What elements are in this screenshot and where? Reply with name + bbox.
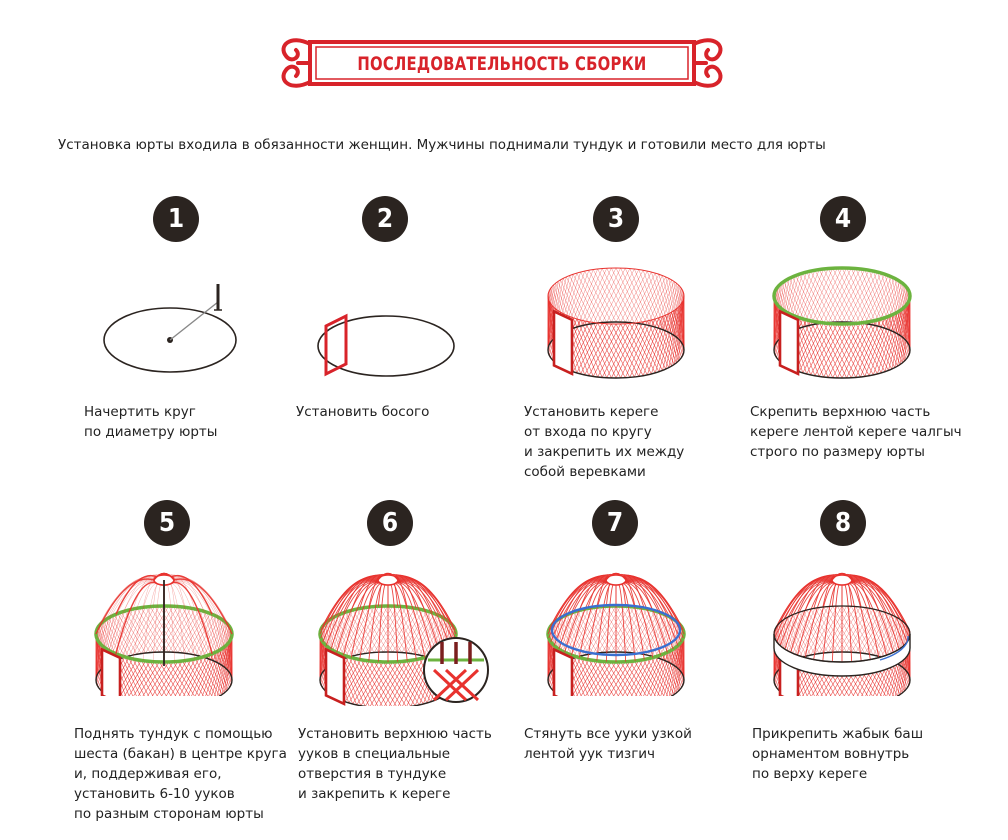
banner-ornament: [281, 38, 723, 88]
roof-ring-raising-illustration: [94, 572, 234, 696]
step-number: 1: [153, 196, 199, 242]
step-number: 7: [592, 500, 638, 546]
step-7: 7 Стянуть все ууки узкой лентой уук тизг…: [522, 500, 752, 800]
step-1: 1 Начертить круг по диаметру юрты: [70, 196, 300, 496]
step-number: 8: [820, 500, 866, 546]
step-5: 5 Поднять тундук с помощью шеста (бакан)…: [74, 500, 304, 822]
title-banner: ПОСЛЕДОВАТЕЛЬНОСТЬ СБОРКИ: [276, 30, 728, 96]
step-caption: Стянуть все ууки узкой лентой уук тизгич: [524, 726, 692, 762]
step-4: 4 Скрепить верхнюю часть кереге лентой к…: [748, 196, 978, 496]
step-8: 8 Прикрепить жабык баш орнаментом вовнут…: [750, 500, 980, 800]
step-number: 5: [144, 500, 190, 546]
step-caption: Установить кереге от входа по кругу и за…: [524, 404, 685, 480]
pole-binding-illustration: [546, 572, 686, 696]
lattice-band-illustration: [772, 266, 912, 379]
step-caption: Установить верхнюю часть ууков в специал…: [298, 726, 492, 802]
step-caption: Поднять тундук с помощью шеста (бакан) в…: [74, 726, 287, 822]
intro-text: Установка юрты входила в обязанности жен…: [58, 137, 826, 153]
roof-poles-illustration: [318, 572, 489, 706]
page-title: ПОСЛЕДОВАТЕЛЬНОСТЬ СБОРКИ: [357, 53, 647, 75]
step-caption: Скрепить верхнюю часть кереге лентой кер…: [750, 404, 962, 460]
step-number: 6: [367, 500, 413, 546]
step-caption: Прикрепить жабык баш орнаментом вовнутрь…: [752, 726, 924, 782]
step-3: 3 Установить кереге от входа по кругу и …: [520, 196, 750, 496]
step-caption: Начертить круг по диаметру юрты: [84, 404, 218, 440]
step-2: 2 Установить босого: [294, 196, 524, 496]
lattice-wall-illustration: [547, 267, 685, 379]
step-6: 6 Установить верхнюю часть ууков в специ…: [296, 500, 526, 802]
step-number: 2: [362, 196, 408, 242]
step-number: 3: [593, 196, 639, 242]
circle-drawing-illustration: [103, 284, 237, 373]
felt-band-illustration: [773, 572, 911, 696]
step-number: 4: [820, 196, 866, 242]
door-frame-illustration: [317, 313, 455, 377]
step-caption: Установить босого: [296, 404, 430, 420]
